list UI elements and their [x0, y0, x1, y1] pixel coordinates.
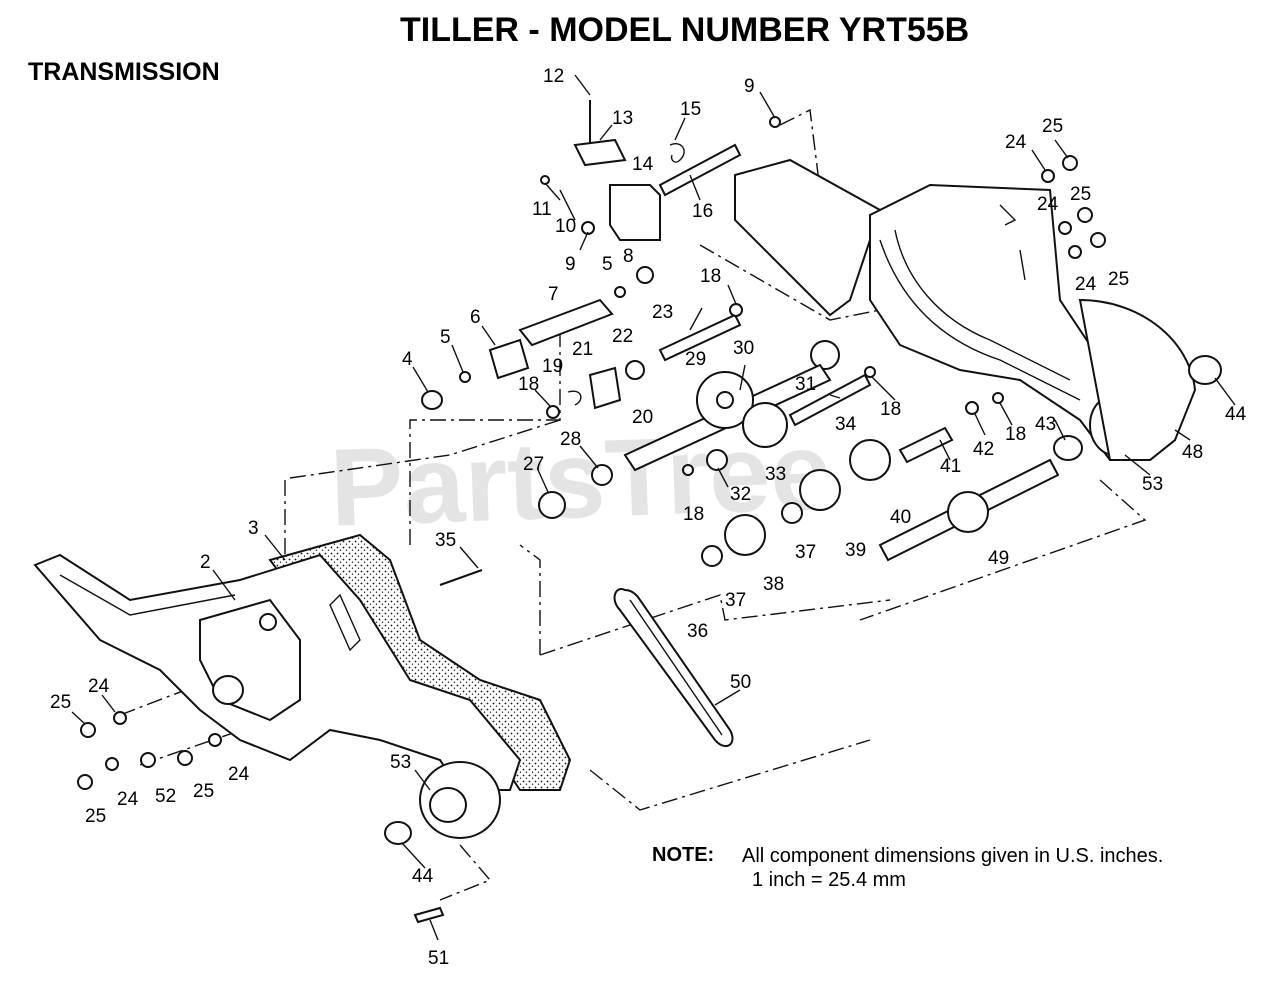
callout-38: 38	[763, 574, 784, 595]
leader-lines	[71, 74, 1236, 941]
callout-7: 7	[548, 284, 559, 305]
callout-25-left-c: 25	[193, 781, 214, 802]
callout-27: 27	[523, 454, 544, 475]
callout-40: 40	[890, 507, 911, 528]
callout-6: 6	[470, 307, 481, 328]
upper-shaft-parts	[421, 100, 1060, 567]
callout-5-upper: 5	[602, 254, 613, 275]
section-title: TRANSMISSION	[28, 58, 220, 86]
upper-right-fasteners	[1041, 155, 1106, 259]
callout-25-b: 25	[1070, 184, 1091, 205]
callout-5-lower: 5	[440, 327, 451, 348]
callout-41: 41	[940, 456, 961, 477]
callout-18-right: 18	[1005, 424, 1026, 445]
callout-18-lower: 18	[683, 504, 704, 525]
callout-53-left: 53	[390, 752, 411, 773]
callout-21: 21	[572, 339, 593, 360]
callout-19: 19	[542, 356, 563, 377]
callout-43: 43	[1035, 414, 1056, 435]
callout-13: 13	[612, 108, 633, 129]
callout-37-a: 37	[795, 542, 816, 563]
callout-24-a: 24	[1005, 132, 1027, 153]
callout-8: 8	[623, 246, 634, 267]
callout-53-right: 53	[1142, 474, 1163, 495]
callout-39: 39	[845, 540, 866, 561]
callout-32: 32	[730, 484, 751, 505]
note-line-1: All component dimensions given in U.S. i…	[742, 845, 1163, 867]
callout-51: 51	[428, 948, 449, 969]
callout-9-mid: 9	[565, 254, 576, 275]
callout-22: 22	[612, 326, 633, 347]
callout-11: 11	[532, 199, 552, 220]
callout-36: 36	[687, 621, 708, 642]
callout-3: 3	[248, 518, 259, 539]
callout-24-left-b: 24	[117, 789, 139, 810]
callout-35: 35	[435, 530, 456, 551]
note-line-2: 1 inch = 25.4 mm	[752, 869, 906, 891]
callout-25-c: 25	[1108, 269, 1129, 290]
callout-44-left: 44	[412, 866, 434, 887]
callout-24-b: 24	[1037, 194, 1059, 215]
callout-24-left-c: 24	[228, 764, 250, 785]
callout-25-left-a: 25	[50, 692, 71, 713]
callout-20: 20	[632, 407, 653, 428]
drive-chain	[613, 588, 734, 748]
callout-23: 23	[652, 302, 673, 323]
callout-25-left-b: 25	[85, 806, 106, 827]
left-housing-half	[33, 533, 572, 924]
callout-50: 50	[730, 672, 751, 693]
callout-49: 49	[988, 548, 1009, 569]
note-label: NOTE:	[652, 844, 714, 866]
callout-18-center: 18	[880, 399, 901, 420]
callout-9-top: 9	[744, 76, 755, 97]
callout-labels: 12 13 15 9 14 11 10 16 9 5 8 18 7 23 6 5…	[50, 66, 1247, 969]
callout-25-a: 25	[1042, 116, 1063, 137]
callout-52: 52	[155, 786, 176, 807]
callout-10: 10	[555, 216, 576, 237]
callout-37-b: 37	[725, 590, 746, 611]
callout-14: 14	[632, 154, 654, 175]
callout-18-upper: 18	[700, 266, 721, 287]
callout-12: 12	[543, 66, 564, 87]
callout-24-left-a: 24	[88, 676, 110, 697]
callout-34: 34	[835, 414, 857, 435]
callout-4: 4	[402, 349, 413, 370]
callout-2: 2	[200, 552, 211, 573]
callout-15: 15	[680, 99, 701, 120]
callout-29: 29	[685, 349, 706, 370]
callout-42: 42	[973, 439, 994, 460]
callout-33: 33	[765, 464, 786, 485]
callout-30: 30	[733, 338, 754, 359]
callout-28: 28	[560, 429, 581, 450]
callout-44-right: 44	[1225, 404, 1247, 425]
page-title: TILLER - MODEL NUMBER YRT55B	[400, 11, 969, 49]
callout-16: 16	[692, 201, 713, 222]
callout-31: 31	[795, 374, 816, 395]
callout-18-left: 18	[518, 374, 539, 395]
callout-48: 48	[1182, 442, 1203, 463]
lower-left-fasteners	[77, 711, 222, 790]
dimension-note: NOTE: All component dimensions given in …	[652, 844, 1163, 891]
callout-24-c: 24	[1075, 274, 1097, 295]
right-housing-half	[734, 158, 1222, 461]
